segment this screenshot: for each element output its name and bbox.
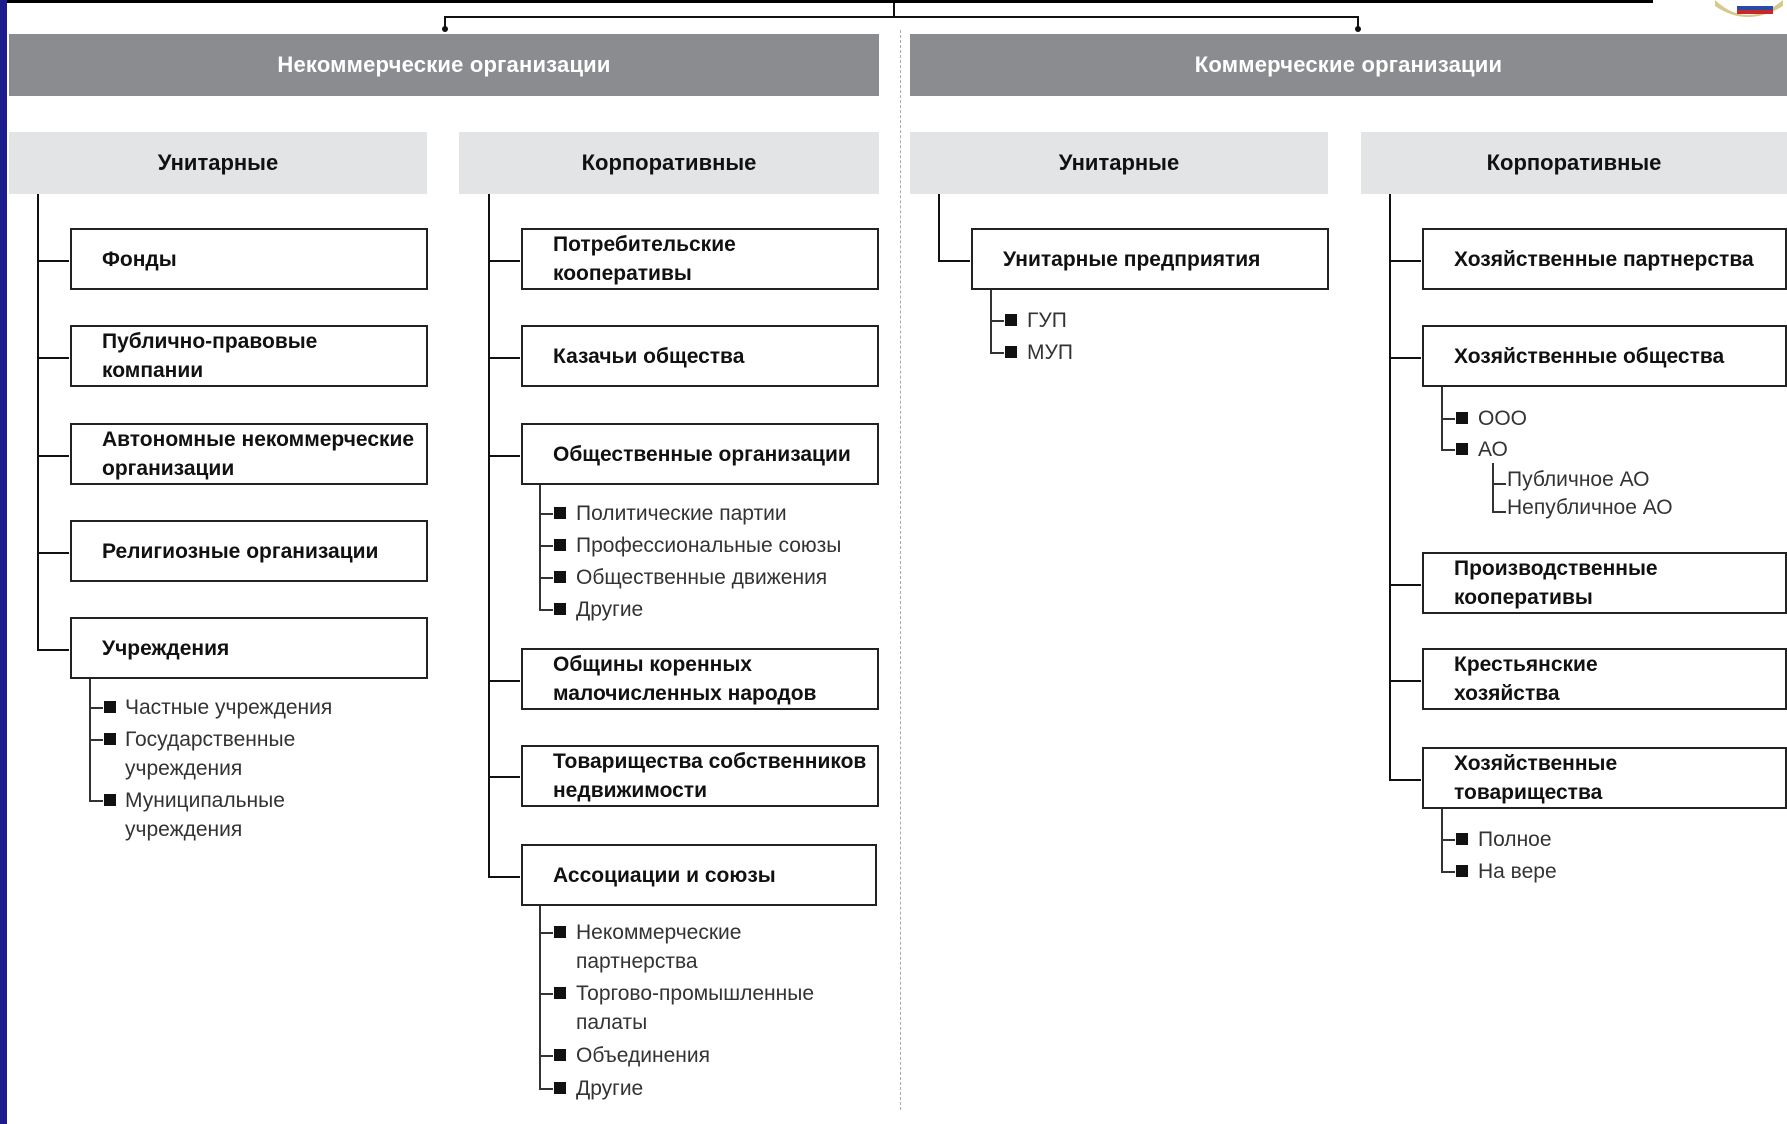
ao-public: Публичное АО (1507, 468, 1650, 491)
c-corporate-header: Корпоративные (1361, 132, 1787, 194)
bullet-icon (554, 926, 566, 938)
box-autonomous-nonprofit: Автономные некоммерческие организации (70, 423, 428, 485)
bullet-icon (1456, 833, 1468, 845)
left-branch-connector (444, 16, 446, 28)
public-org-political: Политические партии (576, 502, 787, 525)
society-ao: АО (1478, 438, 1508, 461)
box-business-companies: Хозяйственные общества (1422, 325, 1787, 387)
bullet-icon (104, 701, 116, 713)
public-org-unions: Профессиональные союзы (576, 534, 842, 557)
association-chambers: Торгово-промышленные палаты (576, 982, 815, 1034)
connector-dot (442, 26, 448, 32)
partnership-limited: На вере (1478, 860, 1557, 883)
bullet-icon (1005, 346, 1017, 358)
ao-nonpublic: Непубличное АО (1507, 496, 1673, 519)
right-branch-connector (1357, 16, 1359, 28)
box-production-coops: Производственные кооперативы (1422, 552, 1787, 614)
institution-private: Частные учреждения (125, 696, 333, 719)
box-unitary-enterprises: Унитарные предприятия (971, 228, 1329, 290)
public-org-other: Другие (576, 598, 644, 621)
top-branch-line (444, 16, 1359, 18)
bullet-icon (1005, 314, 1017, 326)
bullet-icon (554, 571, 566, 583)
association-unions: Объединения (576, 1044, 710, 1067)
noncommercial-band: Некоммерческие организации (9, 34, 879, 96)
bullet-icon (1456, 412, 1468, 424)
box-homeowners-associations: Товарищества собственников недвижимости (521, 745, 879, 807)
society-ooo: ООО (1478, 407, 1528, 430)
commercial-band: Коммерческие организации (910, 34, 1787, 96)
public-org-movements: Общественные движения (576, 566, 828, 589)
box-business-partnerships-general: Хозяйственные товарищества (1422, 747, 1787, 809)
bullet-icon (554, 1049, 566, 1061)
bullet-icon (554, 1082, 566, 1094)
box-public-orgs: Общественные организации (521, 423, 879, 485)
c-unitary-header: Унитарные (910, 132, 1328, 194)
box-public-law-companies: Публично-правовые компании (70, 325, 428, 387)
institution-municipal: Муниципальные учреждения (125, 789, 285, 841)
connector-dot (1355, 26, 1361, 32)
nc-corporate-header: Корпоративные (459, 132, 879, 194)
bullet-icon (554, 539, 566, 551)
box-cossack-societies: Казачьи общества (521, 325, 879, 387)
association-nonprofit-partnerships: Некоммерческие партнерства (576, 921, 742, 973)
bullet-icon (1456, 865, 1468, 877)
top-rule (7, 0, 1653, 3)
institution-state: Государственные учреждения (125, 728, 296, 780)
partnership-full: Полное (1478, 828, 1552, 851)
bullet-icon (554, 987, 566, 999)
org-forms-diagram: Некоммерческие организации Коммерческие … (7, 0, 1787, 1124)
enterprise-mup: МУП (1027, 341, 1073, 364)
nc-unitary-header: Унитарные (9, 132, 427, 194)
top-connector (893, 3, 895, 17)
column-separator (900, 30, 902, 1110)
bullet-icon (554, 507, 566, 519)
box-business-partnerships: Хозяйственные партнерства (1422, 228, 1787, 290)
bullet-icon (554, 603, 566, 615)
bullet-icon (104, 794, 116, 806)
box-religious-orgs: Религиозные организации (70, 520, 428, 582)
box-associations-unions: Ассоциации и союзы (521, 844, 877, 906)
box-funds: Фонды (70, 228, 428, 290)
enterprise-gup: ГУП (1027, 309, 1067, 332)
bullet-icon (1456, 443, 1468, 455)
emblem-icon (1715, 0, 1783, 17)
box-consumer-coops: Потребительские кооперативы (521, 228, 879, 290)
box-indigenous-communities: Общины коренных малочисленных народов (521, 648, 879, 710)
box-institutions: Учреждения (70, 617, 428, 679)
association-other: Другие (576, 1077, 644, 1100)
box-peasant-farms: Крестьянские хозяйства (1422, 648, 1787, 710)
bullet-icon (104, 733, 116, 745)
